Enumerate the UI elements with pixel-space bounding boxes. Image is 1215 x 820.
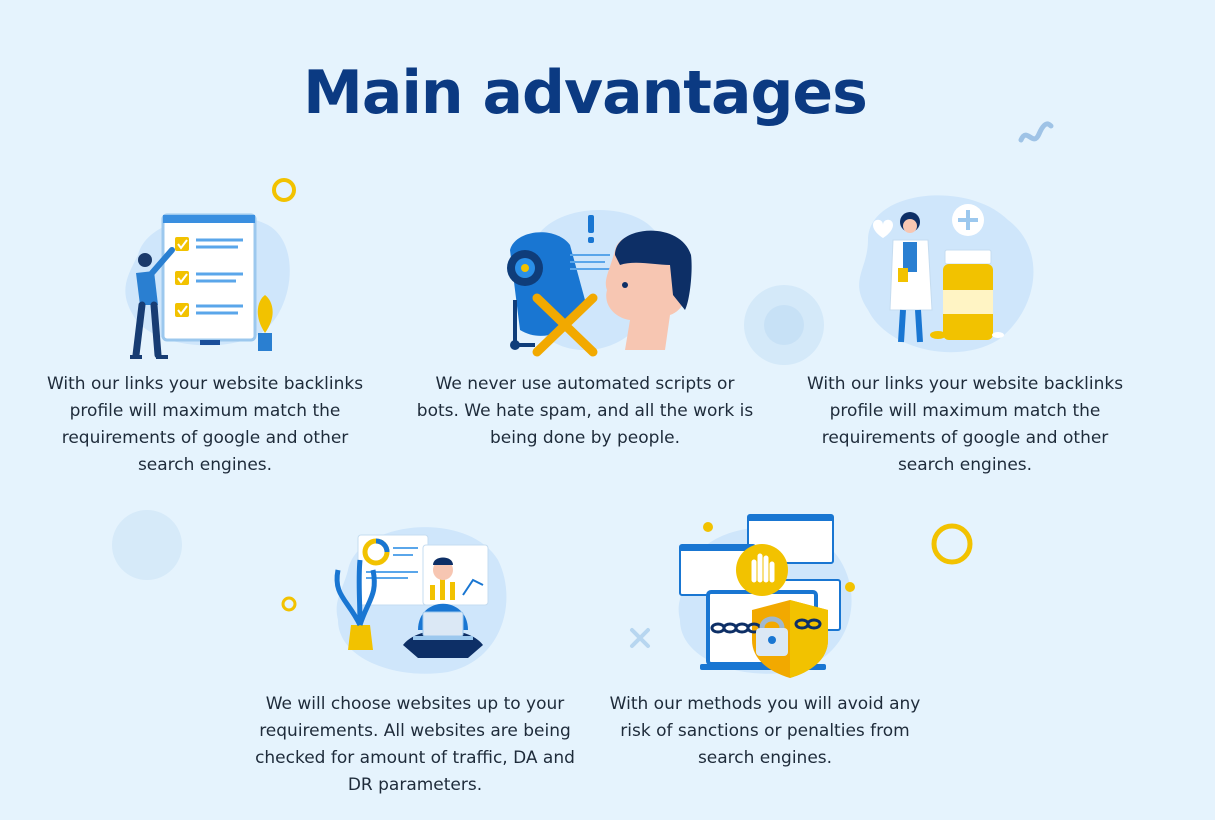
page-title: Main advantages [303, 58, 868, 128]
advantage-description: We never use automated scripts or bots. … [416, 374, 754, 448]
ring-decoration-icon [931, 523, 973, 565]
wave-decoration-icon [1018, 121, 1054, 143]
doctor-icon [859, 195, 1034, 353]
bubble-decoration-icon [744, 285, 824, 365]
checklist-icon [125, 213, 290, 359]
bubble-decoration-icon [112, 510, 182, 580]
ring-decoration-icon [272, 178, 296, 202]
analyst-laptop-icon [334, 527, 507, 674]
advantage-description: With our methods you will avoid any risk… [609, 694, 921, 768]
cross-decoration-icon [630, 628, 650, 648]
robot-human-icon [507, 210, 692, 357]
security-shield-icon [678, 514, 855, 678]
ring-decoration-icon [281, 596, 297, 612]
advantage-description: We will choose websites up to your requi… [255, 694, 575, 795]
advantage-description: With our links your website backlinks pr… [46, 374, 364, 475]
advantage-description: With our links your website backlinks pr… [806, 374, 1124, 475]
